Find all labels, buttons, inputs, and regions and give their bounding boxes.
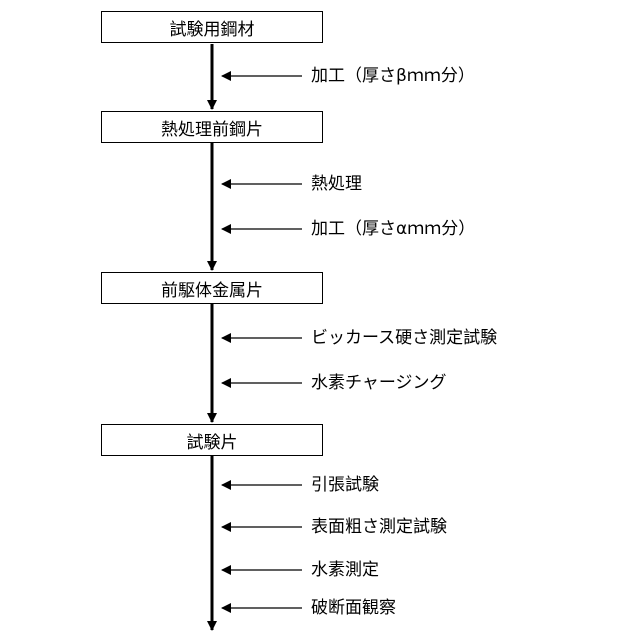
box-label: 熱処理前鋼片	[161, 115, 263, 140]
step-label: 熱処理	[311, 173, 362, 195]
box-test-piece: 試験片	[101, 424, 323, 456]
step-label: ビッカース硬さ測定試験	[311, 327, 497, 349]
box-pre-heat-treatment-piece: 熱処理前鋼片	[101, 111, 323, 143]
box-precursor-metal-piece: 前駆体金属片	[101, 272, 323, 304]
step-label: 水素測定	[311, 559, 379, 581]
box-label: 前駆体金属片	[161, 276, 263, 301]
step-label: 破断面観察	[311, 597, 396, 619]
step-label: 表面粗さ測定試験	[311, 516, 447, 538]
box-label: 試験片	[187, 428, 238, 453]
step-label: 引張試験	[311, 474, 379, 496]
step-label: 水素チャージング	[311, 372, 447, 394]
step-label: 加工（厚さαｍｍ分）	[311, 218, 475, 240]
box-test-steel: 試験用鋼材	[101, 11, 323, 43]
box-label: 試験用鋼材	[170, 15, 255, 40]
step-label: 加工（厚さβｍｍ分）	[311, 65, 475, 87]
